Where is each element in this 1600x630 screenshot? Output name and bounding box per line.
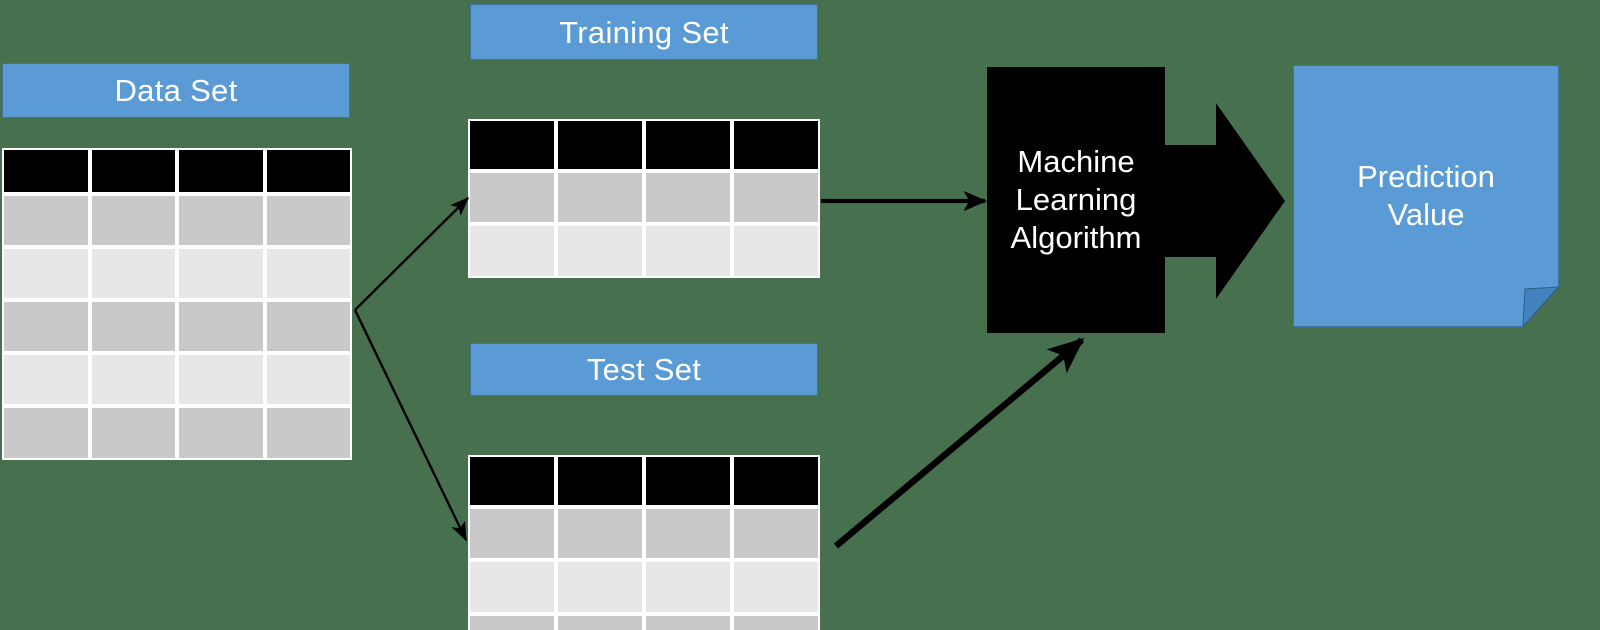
table-cell [177, 194, 265, 247]
data-set-banner-label: Data Set [114, 73, 238, 108]
table-cell [644, 171, 732, 224]
table-row-header [2, 148, 352, 194]
table-cell [468, 171, 556, 224]
arrow-dataset-to-training-set [354, 196, 470, 311]
table-cell [732, 455, 820, 507]
table-cell [2, 300, 90, 353]
table-cell [264, 300, 352, 353]
table-row [468, 171, 820, 224]
ml-line-3: Algorithm [1010, 219, 1142, 255]
table-cell [2, 353, 90, 406]
table-cell [89, 148, 177, 194]
table-cell [556, 171, 644, 224]
table-cell [177, 353, 265, 406]
table-cell [644, 614, 732, 630]
table-row [468, 614, 820, 630]
table-cell [89, 406, 177, 460]
table-cell [2, 247, 90, 300]
ml-line-1: Machine [1017, 144, 1135, 180]
table-cell [89, 353, 177, 406]
table-row [2, 406, 352, 460]
table-cell [468, 224, 556, 278]
table-cell [89, 247, 177, 300]
block-arrow-ml-to-prediction [1149, 103, 1285, 299]
table-cell [264, 406, 352, 460]
arrow-test-set-to-ml [833, 337, 1085, 549]
table-row [2, 353, 352, 406]
table-row [468, 224, 820, 278]
table-cell [468, 455, 556, 507]
table-cell [177, 300, 265, 353]
data-set-banner: Data Set [2, 63, 350, 118]
table-cell [177, 406, 265, 460]
table-cell [468, 119, 556, 171]
table-row-header [468, 455, 820, 507]
table-cell [89, 194, 177, 247]
table-cell [732, 560, 820, 614]
table-row-header [468, 119, 820, 171]
table-cell [644, 224, 732, 278]
table-cell [644, 507, 732, 560]
table-cell [2, 406, 90, 460]
table-cell [732, 119, 820, 171]
table-row [468, 507, 820, 560]
table-cell [468, 614, 556, 630]
table-row [2, 194, 352, 247]
table-cell [264, 353, 352, 406]
test-set-table [468, 455, 820, 630]
training-set-table [468, 119, 820, 278]
table-cell [264, 247, 352, 300]
table-cell [177, 247, 265, 300]
ml-line-2: Learning [1015, 182, 1137, 218]
table-cell [644, 560, 732, 614]
test-set-banner-label: Test Set [586, 352, 702, 387]
table-cell [732, 507, 820, 560]
training-set-banner: Training Set [470, 4, 818, 60]
table-cell [732, 171, 820, 224]
table-row [468, 560, 820, 614]
table-cell [264, 148, 352, 194]
table-row [2, 247, 352, 300]
machine-learning-algorithm-box: Machine Learning Algorithm [987, 67, 1165, 333]
table-cell [644, 455, 732, 507]
table-cell [2, 194, 90, 247]
table-cell [556, 507, 644, 560]
table-cell [177, 148, 265, 194]
table-row [2, 300, 352, 353]
table-cell [468, 507, 556, 560]
table-cell [556, 224, 644, 278]
table-cell [732, 224, 820, 278]
table-cell [556, 614, 644, 630]
table-cell [556, 560, 644, 614]
test-set-banner: Test Set [470, 343, 818, 396]
arrow-dataset-to-test-set [353, 309, 468, 542]
data-set-table [2, 148, 352, 460]
table-cell [732, 614, 820, 630]
table-cell [468, 560, 556, 614]
table-cell [89, 300, 177, 353]
table-cell [644, 119, 732, 171]
training-set-banner-label: Training Set [559, 14, 729, 50]
folded-corner-shape [1293, 65, 1560, 328]
prediction-value-box: Prediction Value [1293, 65, 1560, 328]
table-cell [556, 119, 644, 171]
table-cell [2, 148, 90, 194]
table-cell [264, 194, 352, 247]
table-cell [556, 455, 644, 507]
